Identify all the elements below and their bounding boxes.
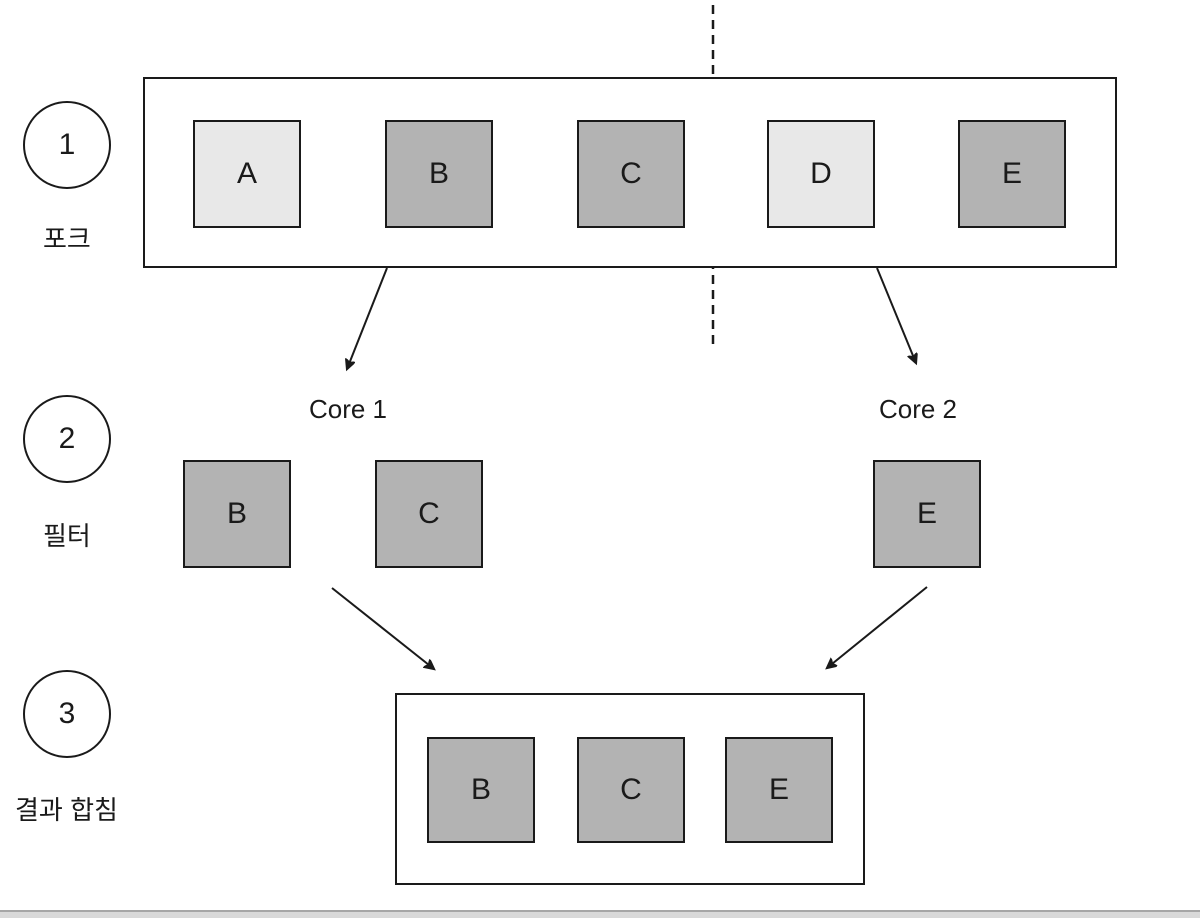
core2-label: Core 2 (878, 394, 958, 424)
fork-box-c-label: C (620, 157, 642, 190)
fork-box-b: B (385, 120, 493, 228)
core1-label: Core 1 (308, 394, 388, 424)
fork-box-d: D (767, 120, 875, 228)
fork-box-e: E (958, 120, 1066, 228)
core1-box-c-label: C (418, 497, 440, 530)
fork-to-core2-arrow (876, 267, 916, 363)
step-3-number: 3 (58, 697, 76, 730)
merge-box-c-label: C (620, 773, 642, 806)
core2-to-merge-arrow (827, 586, 928, 668)
core1-box-b: B (183, 460, 291, 568)
step-1-number: 1 (58, 128, 76, 161)
fork-to-core1-arrow (347, 267, 388, 369)
fork-box-d-label: D (810, 157, 832, 190)
merge-box-b-label: B (470, 773, 491, 806)
fork-box-a: A (193, 120, 301, 228)
core2-box-e: E (873, 460, 981, 568)
merge-box-e-label: E (768, 773, 789, 806)
merge-box-c: C (577, 737, 685, 843)
window-bottom-edge (0, 910, 1200, 918)
fork-box-e-label: E (1001, 157, 1022, 190)
core1-box-c: C (375, 460, 483, 568)
core1-box-b-label: B (226, 497, 247, 530)
fork-box-b-label: B (428, 157, 449, 190)
step-2-circle: 2 (23, 395, 111, 483)
fork-box-c: C (577, 120, 685, 228)
merge-box-e: E (725, 737, 833, 843)
step-1-label: 포크 (43, 224, 91, 254)
core2-box-e-label: E (916, 497, 937, 530)
core1-to-merge-arrow (331, 587, 434, 669)
step-3-label: 결과 합침 (15, 795, 118, 825)
step-2-number: 2 (58, 422, 76, 455)
fork-box-a-label: A (236, 157, 257, 190)
merge-box-b: B (427, 737, 535, 843)
step-3-circle: 3 (23, 670, 111, 758)
step-2-label: 필터 (43, 521, 91, 551)
step-1-circle: 1 (23, 101, 111, 189)
